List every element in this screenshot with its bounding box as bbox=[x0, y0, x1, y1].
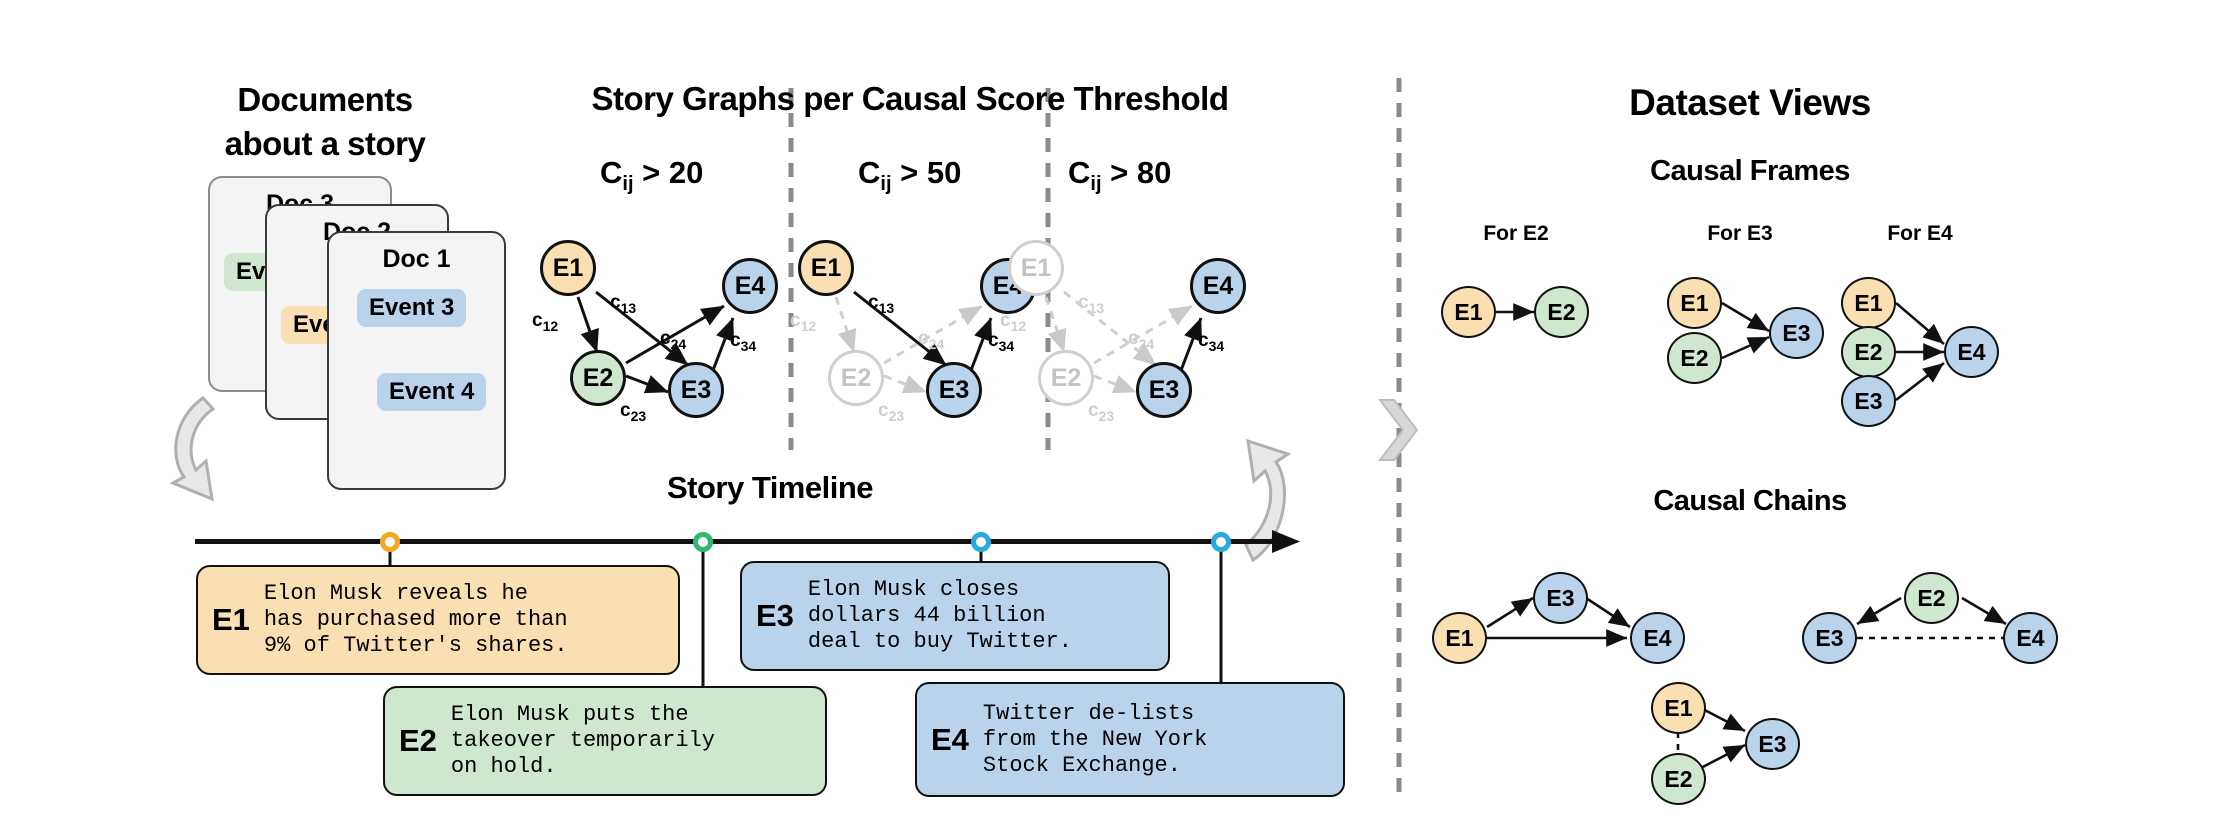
edge-c23 bbox=[1093, 374, 1137, 394]
threshold-label-2: Cij > 50 bbox=[858, 155, 962, 196]
event-id: E3 bbox=[756, 598, 794, 633]
threshold-label-3: Cij > 80 bbox=[1068, 155, 1172, 196]
docs-to-timeline-arrow bbox=[169, 396, 216, 502]
event-id: E2 bbox=[399, 723, 437, 758]
graph2-node-e2[interactable]: E2 bbox=[828, 350, 884, 406]
event-text: Twitter de-lists from the New York Stock… bbox=[982, 700, 1208, 778]
dataset-views-heading: Dataset Views bbox=[1629, 82, 1871, 123]
graph1-node-e4[interactable]: E4 bbox=[722, 258, 778, 314]
event-text: Elon Musk reveals he has purchased more … bbox=[263, 581, 568, 658]
causal-frame-label-e4: For E4 bbox=[1887, 222, 1953, 245]
graph3-edge-label-c12: c12 bbox=[1000, 310, 1027, 334]
graph3-node-e1[interactable]: E1 bbox=[1008, 240, 1064, 296]
edge-c12 bbox=[834, 296, 857, 353]
graph2-edge-label-c23: c23 bbox=[878, 400, 905, 424]
graph3-edge-label-c34: c34 bbox=[1198, 330, 1225, 354]
timeline-marker-e1[interactable] bbox=[380, 532, 400, 552]
section-chevron-icon bbox=[1377, 399, 1419, 461]
frame-e4-node-e1[interactable]: E1 bbox=[1841, 277, 1896, 329]
timeline-axis bbox=[195, 539, 1280, 544]
causal-frame-label-e3: For E3 bbox=[1707, 222, 1773, 245]
timeline-event-card-e3[interactable]: E3 Elon Musk closes dollars 44 billion d… bbox=[740, 561, 1170, 671]
chain1-node-e3[interactable]: E3 bbox=[1533, 572, 1588, 624]
graph2-node-e3[interactable]: E3 bbox=[926, 362, 982, 418]
frame-e3-node-e3[interactable]: E3 bbox=[1769, 307, 1824, 359]
document-event-tag-2: Event 4 bbox=[377, 373, 487, 411]
document-title: Doc 1 bbox=[382, 245, 451, 273]
graph2-edge-label-c12: c12 bbox=[790, 310, 817, 334]
graph3-node-e2[interactable]: E2 bbox=[1038, 350, 1094, 406]
frame-e2-node-e2[interactable]: E2 bbox=[1534, 286, 1589, 338]
frame-e4-node-e2[interactable]: E2 bbox=[1841, 326, 1896, 378]
frame-e3-node-e1[interactable]: E1 bbox=[1667, 277, 1722, 329]
chain3-node-e2[interactable]: E2 bbox=[1651, 753, 1706, 805]
edge-c12 bbox=[1044, 296, 1067, 353]
causal-frame-e3-edges bbox=[1721, 301, 1770, 360]
document-event-tag: Event 3 bbox=[357, 289, 467, 327]
graph2-edge-label-c34: c34 bbox=[988, 330, 1015, 354]
frame-e4-node-e4[interactable]: E4 bbox=[1944, 326, 1999, 378]
edge-c23 bbox=[625, 374, 669, 394]
chain2-node-e4[interactable]: E4 bbox=[2003, 612, 2058, 664]
chain2-node-e3[interactable]: E3 bbox=[1802, 612, 1857, 664]
story-graphs-heading: Story Graphs per Causal Score Threshold bbox=[591, 80, 1229, 117]
timeline-event-card-e4[interactable]: E4 Twitter de-lists from the New York St… bbox=[915, 682, 1345, 797]
timeline-event-card-e2[interactable]: E2 Elon Musk puts the takeover temporari… bbox=[383, 686, 827, 796]
graph1-edge-label-c12: c12 bbox=[532, 310, 559, 334]
graph2-edge-label-c13: c13 bbox=[868, 292, 895, 316]
documents-heading: Documents about a story bbox=[224, 81, 426, 162]
graph3-node-e3[interactable]: E3 bbox=[1136, 362, 1192, 418]
graph1-edge-label-c23: c23 bbox=[620, 400, 647, 424]
graph2-node-e1[interactable]: E1 bbox=[798, 240, 854, 296]
chain3-node-e1[interactable]: E1 bbox=[1651, 682, 1706, 734]
causal-frame-e4-edges bbox=[1895, 302, 1945, 402]
causal-frame-label-e2: For E2 bbox=[1483, 222, 1549, 245]
document-card-1[interactable]: Doc 1 Event 3 Event 4 bbox=[327, 231, 506, 490]
graph3-edge-label-c23: c23 bbox=[1088, 400, 1115, 424]
frame-e4-node-e3[interactable]: E3 bbox=[1841, 375, 1896, 427]
edge-c12 bbox=[576, 296, 599, 353]
frame-e2-node-e1[interactable]: E1 bbox=[1441, 286, 1496, 338]
edge-c23 bbox=[883, 374, 927, 394]
chain2-node-e2[interactable]: E2 bbox=[1904, 572, 1959, 624]
graph1-node-e1[interactable]: E1 bbox=[540, 240, 596, 296]
timeline-marker-e4[interactable] bbox=[1211, 532, 1231, 552]
graph1-edge-label-c24: c24 bbox=[660, 328, 687, 352]
graph1-edge-label-c13: c13 bbox=[610, 292, 637, 316]
story-timeline-heading: Story Timeline bbox=[666, 470, 874, 505]
graph1-node-e3[interactable]: E3 bbox=[668, 362, 724, 418]
chain3-node-e3[interactable]: E3 bbox=[1745, 718, 1800, 770]
graph2-edge-label-c24: c24 bbox=[918, 328, 945, 352]
graph1-edge-label-c34: c34 bbox=[730, 330, 757, 354]
graph3-edge-label-c24: c24 bbox=[1128, 328, 1155, 352]
timeline-marker-e3[interactable] bbox=[971, 532, 991, 552]
chain1-node-e4[interactable]: E4 bbox=[1630, 612, 1685, 664]
graph3-edge-label-c13: c13 bbox=[1078, 292, 1105, 316]
graph3-node-e4[interactable]: E4 bbox=[1190, 258, 1246, 314]
event-id: E4 bbox=[931, 721, 969, 757]
causal-frames-heading: Causal Frames bbox=[1650, 155, 1850, 187]
causal-chains-heading: Causal Chains bbox=[1653, 485, 1847, 517]
graph1-node-e2[interactable]: E2 bbox=[570, 350, 626, 406]
event-text: Elon Musk closes dollars 44 billion deal… bbox=[807, 577, 1072, 654]
event-text: Elon Musk puts the takeover temporarily … bbox=[450, 702, 715, 779]
timeline-event-card-e1[interactable]: E1 Elon Musk reveals he has purchased mo… bbox=[196, 565, 680, 675]
frame-e3-node-e2[interactable]: E2 bbox=[1667, 332, 1722, 384]
threshold-label-1: Cij > 20 bbox=[600, 155, 704, 196]
chain1-node-e1[interactable]: E1 bbox=[1432, 612, 1487, 664]
event-id: E1 bbox=[212, 602, 250, 637]
timeline-marker-e2[interactable] bbox=[693, 532, 713, 552]
